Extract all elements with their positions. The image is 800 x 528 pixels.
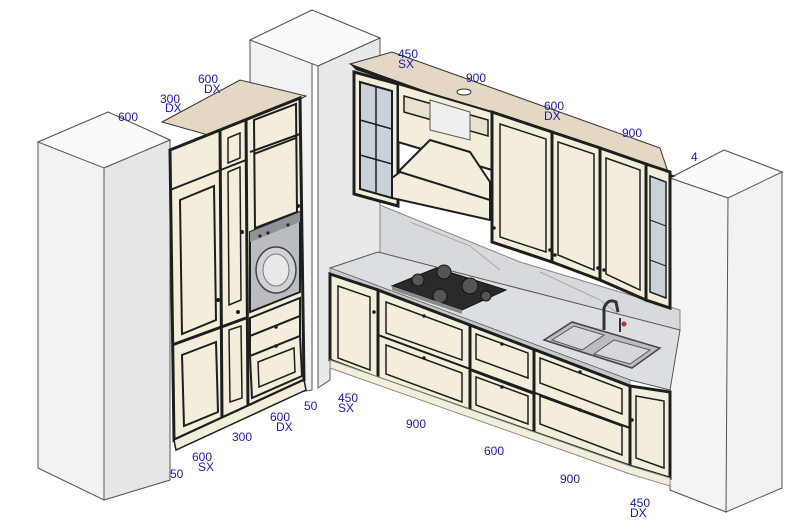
gas-hob-icon: [390, 264, 508, 314]
left-plinth: [173, 378, 307, 452]
dim-base-50-right: 50: [304, 399, 318, 413]
dimension-labels: 600 600 DX 300 DX 450 SX 900 600 DX 900 …: [118, 47, 698, 520]
dim-upper-600-value: 600: [544, 99, 564, 113]
dim-base-600-dx-side: DX: [276, 420, 293, 434]
dim-base-900-a: 900: [406, 417, 426, 431]
upper-cabinets: [348, 51, 676, 311]
right-wall-pillar: [668, 149, 784, 513]
dim-base-900-b: 900: [560, 472, 580, 486]
dim-base-300: 300: [232, 430, 252, 444]
dim-upper-450-sx-side: SX: [398, 57, 414, 71]
dim-base-600-dx-value: 600: [270, 410, 290, 424]
dim-upper-600-dx-value: 600: [198, 72, 218, 86]
dim-upper-600-dx-side: DX: [544, 109, 561, 123]
dim-base-450-dx-value: 450: [630, 496, 650, 510]
dim-upper-900-b: 900: [622, 126, 642, 140]
dim-upper-900-a: 900: [466, 71, 486, 85]
base-cabinets: [328, 271, 672, 487]
dim-upper-600-dx-side: DX: [204, 82, 221, 96]
oven-icon: [249, 210, 301, 314]
dim-base-450-dx-side: DX: [630, 506, 647, 520]
dim-base-600: 600: [484, 444, 504, 458]
dim-upper-300-value: 300: [160, 92, 180, 106]
dim-upper-450-value: 450: [398, 47, 418, 61]
double-sink-icon: [542, 321, 662, 369]
dim-base-600-sx-value: 600: [192, 450, 212, 464]
dim-upper-300-dx-side: DX: [165, 101, 182, 115]
dim-base-450-value: 450: [338, 391, 358, 405]
left-wall-pillar: [36, 111, 172, 501]
dim-base-600-sx-side: SX: [198, 460, 214, 474]
oven-drawers: [248, 296, 304, 400]
dim-base-50-left: 50: [170, 467, 184, 481]
dim-upper-4: 4: [691, 150, 698, 164]
dim-upper-left-600: 600: [118, 110, 138, 124]
dim-base-450-sx-side: SX: [338, 401, 354, 415]
faucet-icon: [602, 299, 627, 332]
